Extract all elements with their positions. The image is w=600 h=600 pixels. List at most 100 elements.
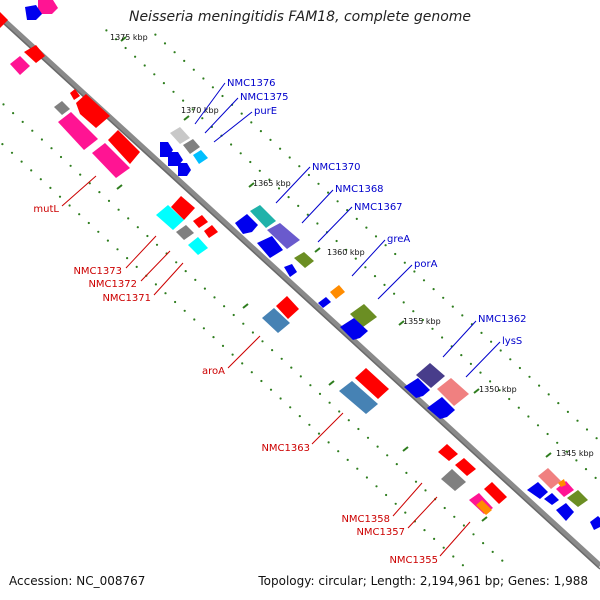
tick-mark bbox=[116, 184, 123, 190]
gene-label-lysS[interactable]: lysS bbox=[502, 336, 522, 347]
gene-label-purE[interactable]: purE bbox=[254, 106, 277, 117]
gene-feature[interactable] bbox=[455, 458, 476, 476]
tick-dot bbox=[308, 423, 311, 426]
gene-feature[interactable] bbox=[171, 196, 195, 220]
tick-dot bbox=[79, 173, 82, 176]
gene-feature[interactable] bbox=[427, 397, 455, 419]
tick-dot bbox=[260, 379, 263, 383]
gene-feature[interactable] bbox=[404, 378, 430, 398]
tick-dot bbox=[221, 344, 225, 347]
gene-label-NMC1367[interactable]: NMC1367 bbox=[354, 202, 403, 213]
tick-dot bbox=[69, 164, 72, 167]
tick-dot bbox=[213, 296, 216, 299]
gene-feature[interactable] bbox=[416, 363, 445, 388]
gene-feature[interactable] bbox=[294, 252, 314, 268]
gene-feature[interactable] bbox=[340, 318, 368, 340]
tick-dot bbox=[442, 296, 445, 299]
gene-feature[interactable] bbox=[556, 503, 574, 521]
gene-feature[interactable] bbox=[250, 205, 276, 228]
tick-dot bbox=[422, 279, 426, 282]
gene-feature[interactable] bbox=[183, 139, 200, 154]
gene-label-NMC1363[interactable]: NMC1363 bbox=[261, 443, 310, 454]
gene-label-NMC1376[interactable]: NMC1376 bbox=[227, 78, 276, 89]
tick-dot bbox=[338, 410, 341, 413]
tick-labels: 1375 kbp 1370 kbp 1365 kbp 1360 kbp 1355… bbox=[110, 33, 594, 458]
gene-feature[interactable] bbox=[262, 308, 290, 333]
gene-label-NMC1375[interactable]: NMC1375 bbox=[240, 92, 289, 103]
tick-dot bbox=[201, 117, 204, 120]
gene-feature[interactable] bbox=[339, 381, 378, 414]
gene-feature[interactable] bbox=[318, 297, 331, 308]
gene-feature[interactable] bbox=[527, 482, 548, 499]
gene-feature[interactable] bbox=[54, 101, 70, 115]
tick-dot bbox=[584, 468, 588, 471]
gene-feature[interactable] bbox=[257, 236, 283, 258]
gene-feature[interactable] bbox=[355, 368, 389, 399]
gene-feature[interactable] bbox=[350, 304, 377, 327]
tick-dot bbox=[192, 68, 195, 71]
gene-label-NMC1355[interactable]: NMC1355 bbox=[389, 555, 438, 566]
gene-label-NMC1370[interactable]: NMC1370 bbox=[312, 162, 361, 173]
gene-feature[interactable] bbox=[567, 490, 588, 507]
gene-label-greA[interactable]: greA bbox=[387, 234, 410, 245]
tick-dot bbox=[78, 213, 81, 216]
gene-feature[interactable] bbox=[484, 482, 507, 504]
gene-label-NMC1362[interactable]: NMC1362 bbox=[478, 314, 527, 325]
gene-label-mutL[interactable]: mutL bbox=[33, 204, 59, 215]
gene-feature[interactable] bbox=[204, 225, 218, 238]
gene-feature[interactable] bbox=[156, 205, 184, 230]
gene-feature[interactable] bbox=[590, 516, 600, 530]
leader-line bbox=[301, 189, 334, 224]
gene-label-NMC1373[interactable]: NMC1373 bbox=[73, 266, 122, 277]
tick-dot bbox=[489, 380, 492, 383]
tick-dot bbox=[68, 204, 71, 207]
gene-feature[interactable] bbox=[24, 45, 45, 63]
gene-feature[interactable] bbox=[544, 493, 559, 505]
tick-dot bbox=[355, 217, 358, 220]
gene-feature[interactable] bbox=[38, 0, 58, 14]
gene-feature[interactable] bbox=[193, 150, 208, 164]
tick-dot bbox=[239, 152, 242, 155]
gene-feature[interactable] bbox=[476, 500, 492, 515]
tick-mark bbox=[248, 182, 255, 188]
gene-label-NMC1358[interactable]: NMC1358 bbox=[341, 514, 390, 525]
gene-feature[interactable] bbox=[10, 56, 30, 75]
gene-feature[interactable] bbox=[70, 89, 80, 100]
gene-feature[interactable] bbox=[438, 444, 458, 461]
gene-label-NMC1372[interactable]: NMC1372 bbox=[88, 279, 137, 290]
gene-feature[interactable] bbox=[92, 143, 130, 178]
leader-line bbox=[442, 320, 477, 358]
gene-label-NMC1371[interactable]: NMC1371 bbox=[102, 293, 151, 304]
gene-feature[interactable] bbox=[108, 130, 140, 164]
gene-feature[interactable] bbox=[170, 127, 190, 144]
gene-feature[interactable] bbox=[538, 468, 561, 489]
tick-dot bbox=[576, 419, 579, 422]
gene-label-NMC1368[interactable]: NMC1368 bbox=[335, 184, 384, 195]
gene-feature[interactable] bbox=[0, 12, 8, 28]
gene-feature[interactable] bbox=[178, 163, 191, 176]
gene-feature[interactable] bbox=[168, 152, 183, 166]
tick-dot bbox=[365, 226, 368, 229]
gene-feature[interactable] bbox=[188, 237, 208, 255]
gene-feature[interactable] bbox=[58, 112, 98, 150]
gene-label-porA[interactable]: porA bbox=[414, 259, 438, 270]
gene-feature[interactable] bbox=[556, 481, 574, 497]
gene-feature[interactable] bbox=[193, 215, 208, 228]
tick-dot bbox=[374, 235, 378, 238]
gene-feature[interactable] bbox=[267, 223, 300, 249]
gene-feature[interactable] bbox=[437, 378, 469, 406]
gene-feature[interactable] bbox=[76, 94, 110, 128]
gene-feature[interactable] bbox=[235, 214, 258, 234]
gene-label-aroA[interactable]: aroA bbox=[202, 366, 225, 377]
gene-feature[interactable] bbox=[330, 285, 345, 299]
gene-feature[interactable] bbox=[441, 469, 466, 491]
tick-dot bbox=[30, 169, 33, 172]
gene-feature[interactable] bbox=[558, 479, 566, 487]
gene-feature[interactable] bbox=[284, 264, 297, 277]
gene-feature[interactable] bbox=[176, 225, 194, 240]
tick-dot bbox=[223, 305, 226, 308]
gene-label-NMC1357[interactable]: NMC1357 bbox=[356, 527, 405, 538]
gene-feature[interactable] bbox=[25, 5, 42, 20]
tick-dot bbox=[585, 428, 589, 431]
gene-feature[interactable] bbox=[276, 296, 299, 319]
